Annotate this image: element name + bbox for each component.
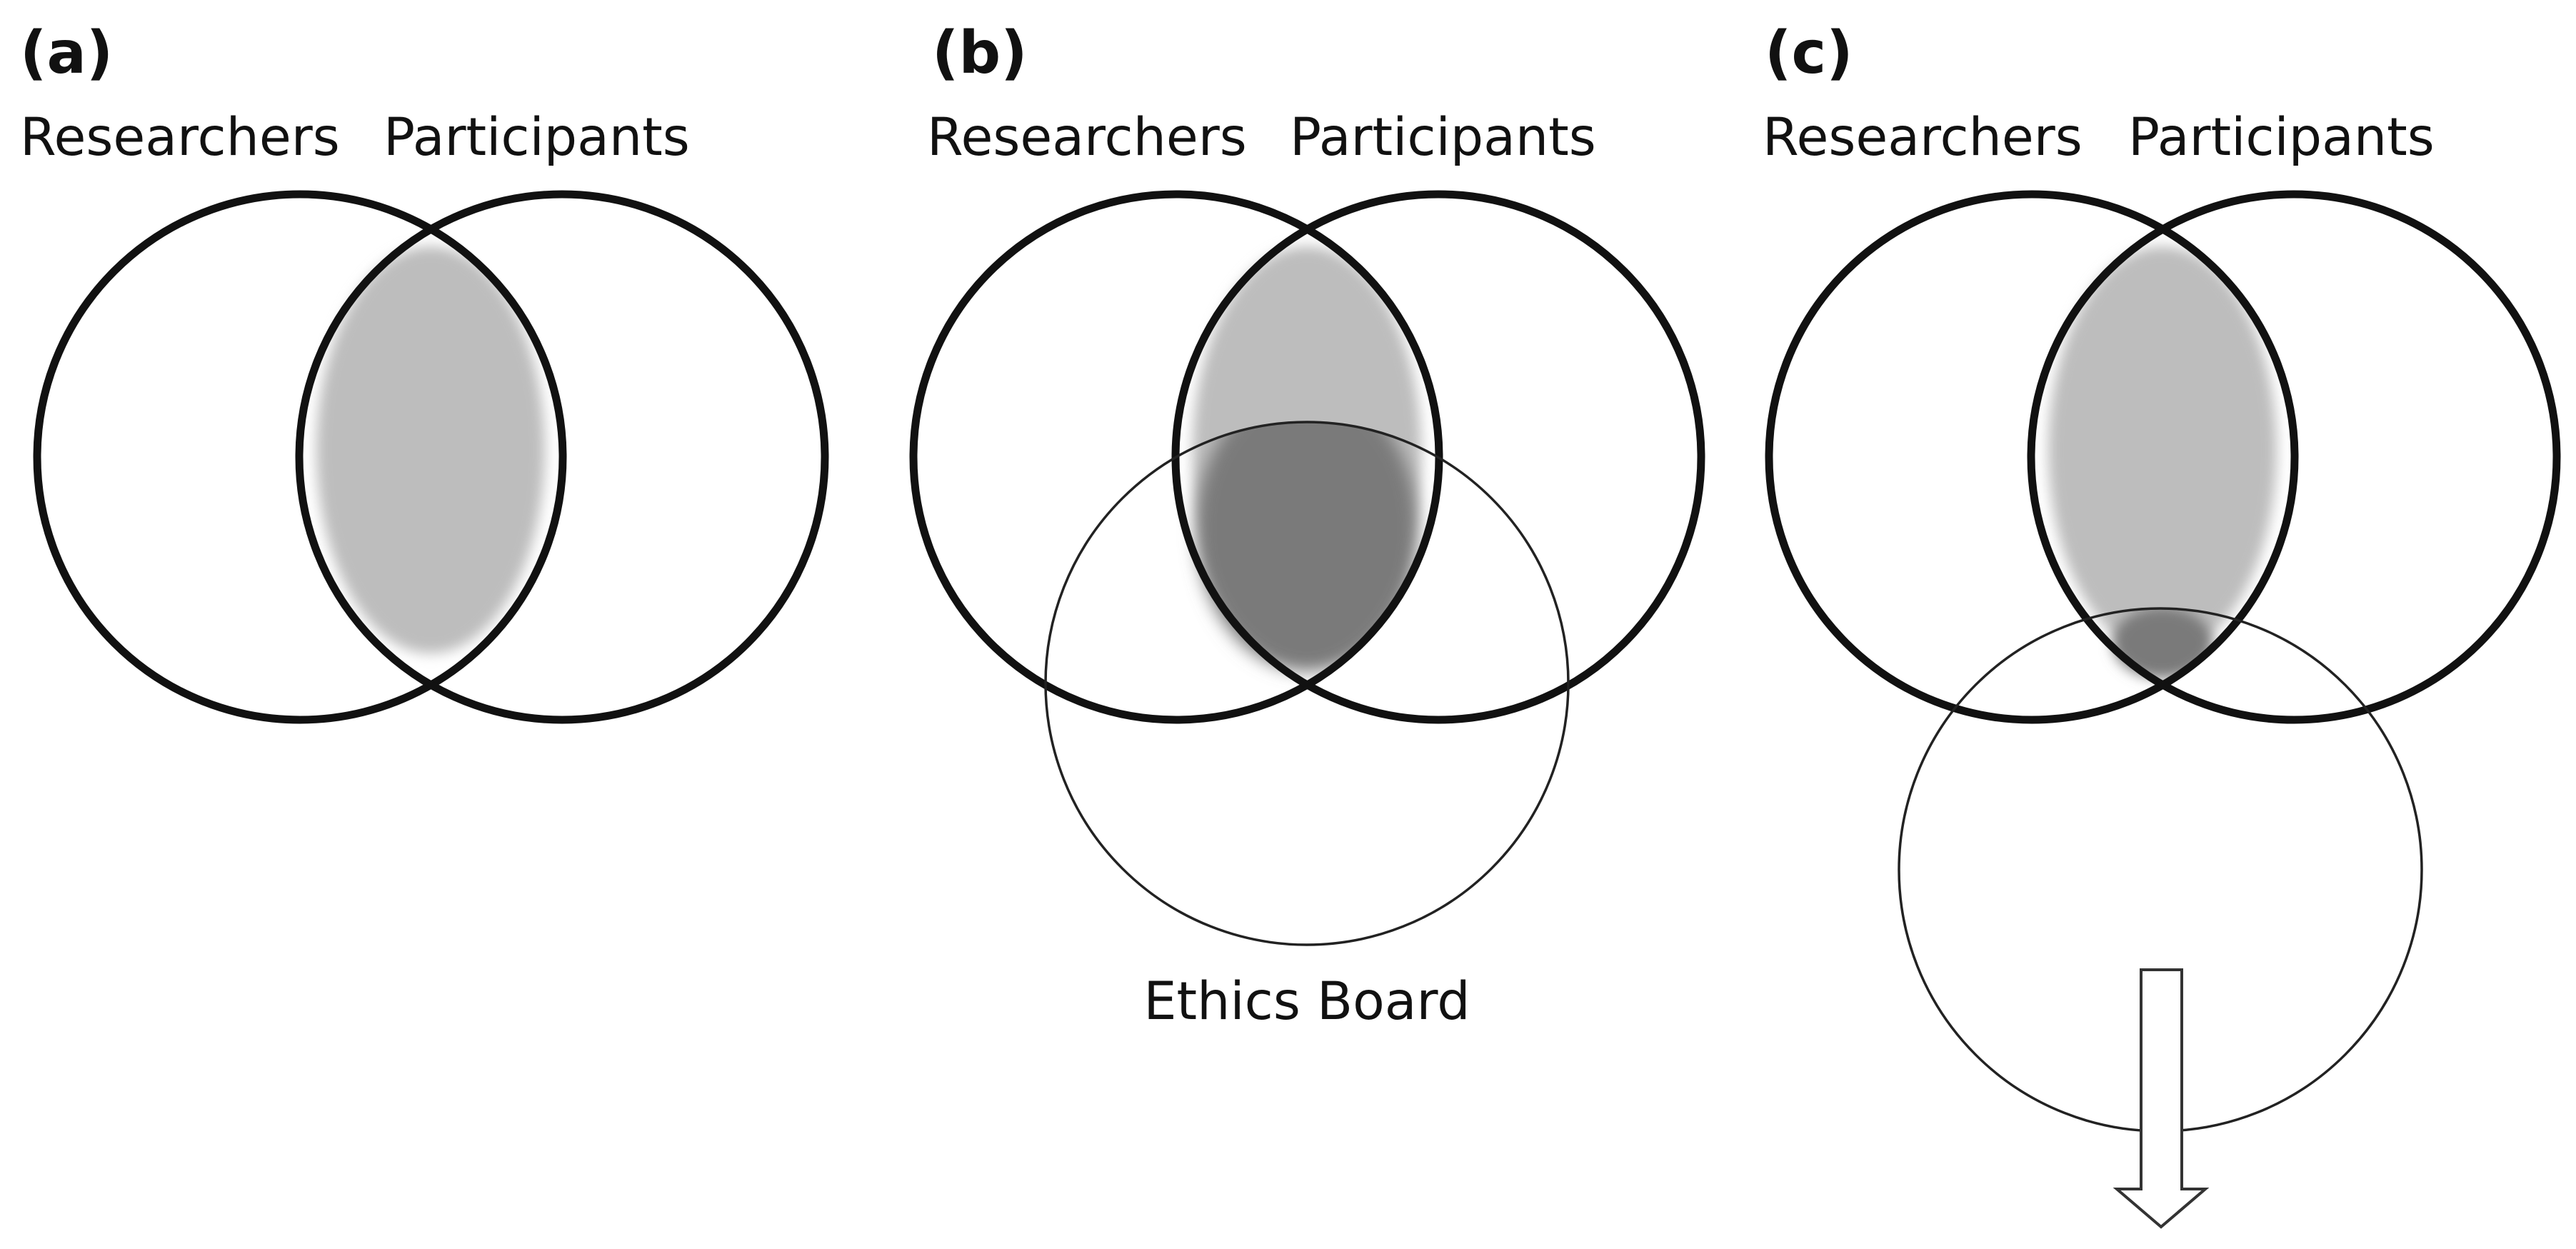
panel-b-ethics-board-label: Ethics Board <box>1143 971 1470 1032</box>
panel-c: (c) Researchers Participants <box>1763 19 2561 1229</box>
panel-a-label: (a) <box>20 19 113 87</box>
panel-c-overlap <box>2048 246 2277 653</box>
panel-a-overlap <box>316 246 545 653</box>
panel-b-researchers-label: Researchers <box>927 107 1247 168</box>
panel-a-researchers-label: Researchers <box>20 107 340 168</box>
panel-b-triple-overlap <box>1196 422 1418 671</box>
panel-c-down-arrow-icon <box>2113 968 2210 1229</box>
panel-c-triple-overlap <box>2113 608 2212 678</box>
panel-c-researchers-circle <box>1765 190 2299 724</box>
panel-c-label: (c) <box>1765 19 1853 87</box>
panel-c-participants-circle <box>2027 190 2561 724</box>
panel-c-participants-label: Participants <box>2128 107 2435 168</box>
panel-a-participants-circle <box>295 190 829 724</box>
panel-a-researchers-circle <box>33 190 567 724</box>
panel-b-label: (b) <box>932 19 1028 87</box>
panel-c-researchers-label: Researchers <box>1763 107 2083 168</box>
panel-b: (b) Researchers Participants Ethics Boar… <box>909 19 1705 1032</box>
panel-a: (a) Researchers Participants <box>20 19 829 724</box>
panel-b-participants-label: Participants <box>1290 107 1596 168</box>
panel-a-participants-label: Participants <box>384 107 690 168</box>
panel-b-ethics-board-circle <box>1044 421 1570 946</box>
